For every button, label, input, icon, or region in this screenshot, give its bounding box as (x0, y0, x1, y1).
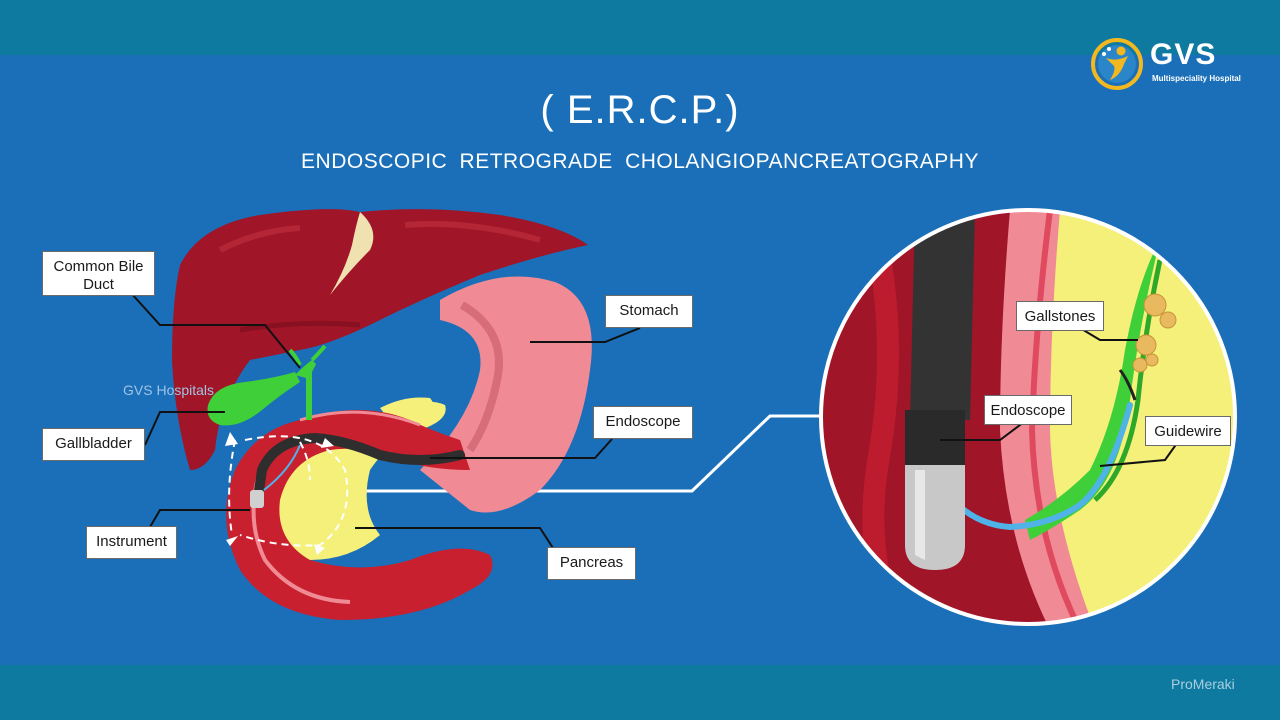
watermark: GVS Hospitals (123, 382, 215, 398)
label-instrument: Instrument (86, 526, 177, 559)
logo-name: GVS (1150, 38, 1217, 71)
gallbladder (207, 344, 327, 426)
arrow-heads (225, 432, 334, 555)
credit-text: ProMeraki (1171, 676, 1235, 692)
label-common-bile-duct: Common Bile Duct (42, 251, 155, 296)
zoom-circle-border (819, 208, 1237, 626)
gvs-logo-icon (1091, 38, 1143, 90)
endoscope (250, 432, 465, 508)
label-endoscope: Endoscope (593, 406, 693, 439)
page-title: ( E.R.C.P.) (540, 88, 740, 132)
liver (172, 209, 588, 470)
top-bar (0, 0, 1280, 55)
label-gallstones: Gallstones (1016, 301, 1104, 331)
label-stomach: Stomach (605, 295, 693, 328)
movement-arrows (228, 435, 349, 547)
bottom-bar (0, 665, 1280, 720)
stomach (420, 276, 592, 513)
leader-lines (130, 292, 641, 549)
logo-tagline: Multispeciality Hospital (1152, 74, 1241, 83)
gallstones (1132, 293, 1177, 373)
label-gallbladder: Gallbladder (42, 428, 145, 461)
label-guidewire: Guidewire (1145, 416, 1231, 446)
label-zoom-endoscope: Endoscope (984, 395, 1072, 425)
page-subtitle: ENDOSCOPIC RETROGRADE CHOLANGIOPANCREATO… (301, 150, 979, 173)
label-pancreas: Pancreas (547, 547, 636, 580)
